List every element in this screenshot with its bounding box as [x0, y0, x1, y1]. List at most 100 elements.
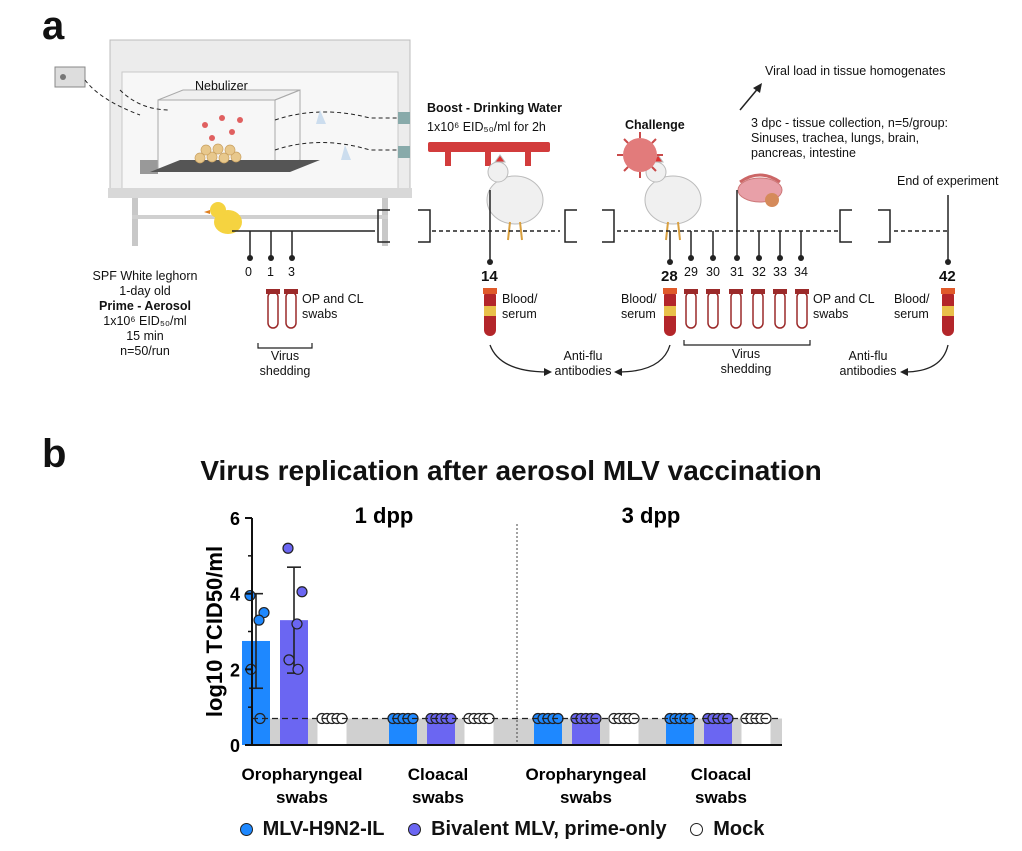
x-tick-label: Oropharyngeal	[526, 765, 647, 784]
op-cl-swabs-label: OP and CL swabs	[813, 292, 875, 322]
blood-line: Blood/	[502, 292, 538, 306]
virus-icon	[617, 132, 663, 178]
day-label: 0	[245, 265, 252, 279]
data-point	[291, 618, 303, 630]
challenge-label: Challenge	[625, 118, 685, 132]
virus-shedding-label: Virus shedding	[716, 347, 776, 377]
legend-item-bivalent-mlv: Bivalent MLV, prime-only	[408, 818, 667, 841]
blood-line: Blood/	[894, 292, 930, 306]
chick-strain: SPF White leghorn	[92, 269, 198, 283]
biosafety-cabinet-icon	[108, 39, 412, 246]
y-tick-label: 0	[230, 736, 240, 756]
blood-serum-label: Blood/ serum	[621, 292, 656, 322]
virus-shedding-label: Virus shedding	[255, 349, 315, 379]
anti-flu-label: Anti-flu antibodies	[548, 349, 618, 379]
x-tick-label: Cloacal	[691, 765, 751, 784]
data-point	[244, 589, 256, 602]
chick-age: 1-day old	[119, 284, 171, 298]
x-tick-label: swabs	[695, 788, 747, 807]
legend-marker	[239, 823, 253, 836]
swabs-line: OP and CL	[813, 292, 875, 306]
day-label: 3	[288, 265, 295, 279]
day-label: 31	[730, 265, 744, 279]
facet-label: 3 dpp	[622, 503, 681, 528]
data-point	[283, 654, 295, 666]
x-tick-label: Cloacal	[408, 765, 468, 784]
tissue-collection: 3 dpc - tissue collection, n=5/group: Si…	[751, 116, 948, 161]
blood-serum-label: Blood/ serum	[502, 292, 537, 322]
legend-item-mlv-h9n2-il: MLV-H9N2-IL	[239, 818, 385, 841]
data-point	[296, 586, 308, 598]
legend-marker	[408, 823, 422, 836]
anti-flu-label: Anti-flu antibodies	[833, 349, 903, 379]
blood-serum-label: Blood/ serum	[894, 292, 929, 322]
legend-item-mock: Mock	[690, 818, 764, 841]
y-tick-label: 6	[230, 509, 240, 529]
panel-a-illustration	[54, 39, 955, 376]
anti-flu-line: antibodies	[554, 364, 612, 378]
prime-n: n=50/run	[120, 344, 170, 358]
tissue-line-2: Sinuses, trachea, lungs, brain,	[751, 131, 920, 145]
x-tick-label: swabs	[412, 788, 464, 807]
prime-info: SPF White leghorn 1-day old Prime - Aero…	[80, 269, 210, 359]
chicken-icon	[486, 154, 544, 241]
shedding-line: Virus	[731, 347, 761, 361]
day-label: 42	[939, 268, 956, 285]
blood-line: serum	[502, 307, 537, 321]
data-point	[258, 606, 270, 619]
chart-title: Virus replication after aerosol MLV vacc…	[200, 455, 822, 486]
day-label: 14	[481, 268, 498, 285]
legend-label: Mock	[713, 818, 765, 840]
boost-dose: 1x10⁶ EID₅₀/ml for 2h	[427, 120, 546, 134]
day-label: 28	[661, 268, 678, 285]
legend-marker	[690, 823, 704, 836]
y-tick-label: 4	[230, 585, 240, 605]
boost-title: Boost - Drinking Water	[427, 101, 562, 115]
day-label: 34	[794, 265, 808, 279]
legend-label: MLV-H9N2-IL	[262, 818, 385, 840]
y-axis-label: log10 TCID50/ml	[202, 546, 227, 717]
prime-time: 15 min	[126, 329, 164, 343]
data-point	[253, 614, 265, 626]
day-label: 29	[684, 265, 698, 279]
blood-line: serum	[894, 307, 929, 321]
blood-tube-icon	[483, 288, 955, 336]
data-point	[292, 663, 304, 675]
swab-tube-icon	[267, 291, 808, 329]
facet-label: 1 dpp	[355, 503, 414, 528]
day-label: 30	[706, 265, 720, 279]
anti-flu-line: antibodies	[839, 364, 897, 378]
y-tick-label: 2	[230, 660, 240, 680]
tissue-line-3: pancreas, intestine	[751, 146, 856, 160]
viral-load-label: Viral load in tissue homogenates	[765, 64, 946, 78]
day-label: 33	[773, 265, 787, 279]
prime-dose: 1x10⁶ EID₅₀/ml	[103, 314, 187, 328]
panel-a-label: a	[42, 4, 65, 48]
data-point	[282, 542, 294, 554]
x-tick-label: Oropharyngeal	[242, 765, 363, 784]
swabs-line: swabs	[302, 307, 338, 321]
op-cl-swabs-label: OP and CL swabs	[302, 292, 364, 322]
blood-line: serum	[621, 307, 656, 321]
timeline	[232, 190, 949, 262]
shedding-line: shedding	[720, 362, 772, 376]
panel-b-label: b	[42, 432, 67, 476]
legend: MLV-H9N2-IL Bivalent MLV, prime-only Moc…	[0, 818, 1022, 842]
nebulizer-box-icon	[150, 89, 320, 172]
organs-icon	[737, 173, 783, 207]
swabs-line: swabs	[813, 307, 849, 321]
tissue-line-1: 3 dpc - tissue collection, n=5/group:	[751, 116, 948, 130]
shedding-line: Virus	[270, 349, 300, 363]
x-tick-label: swabs	[276, 788, 328, 807]
chick-icon	[204, 202, 242, 234]
prime-title: Prime - Aerosol	[99, 299, 191, 313]
anti-flu-line: Anti-flu	[848, 349, 888, 363]
day-label: 32	[752, 265, 766, 279]
shedding-line: shedding	[259, 364, 311, 378]
blood-line: Blood/	[621, 292, 657, 306]
air-sampler-icon	[54, 66, 410, 160]
end-experiment-label: End of experiment	[897, 174, 999, 188]
legend-label: Bivalent MLV, prime-only	[431, 818, 667, 840]
anti-flu-line: Anti-flu	[563, 349, 603, 363]
